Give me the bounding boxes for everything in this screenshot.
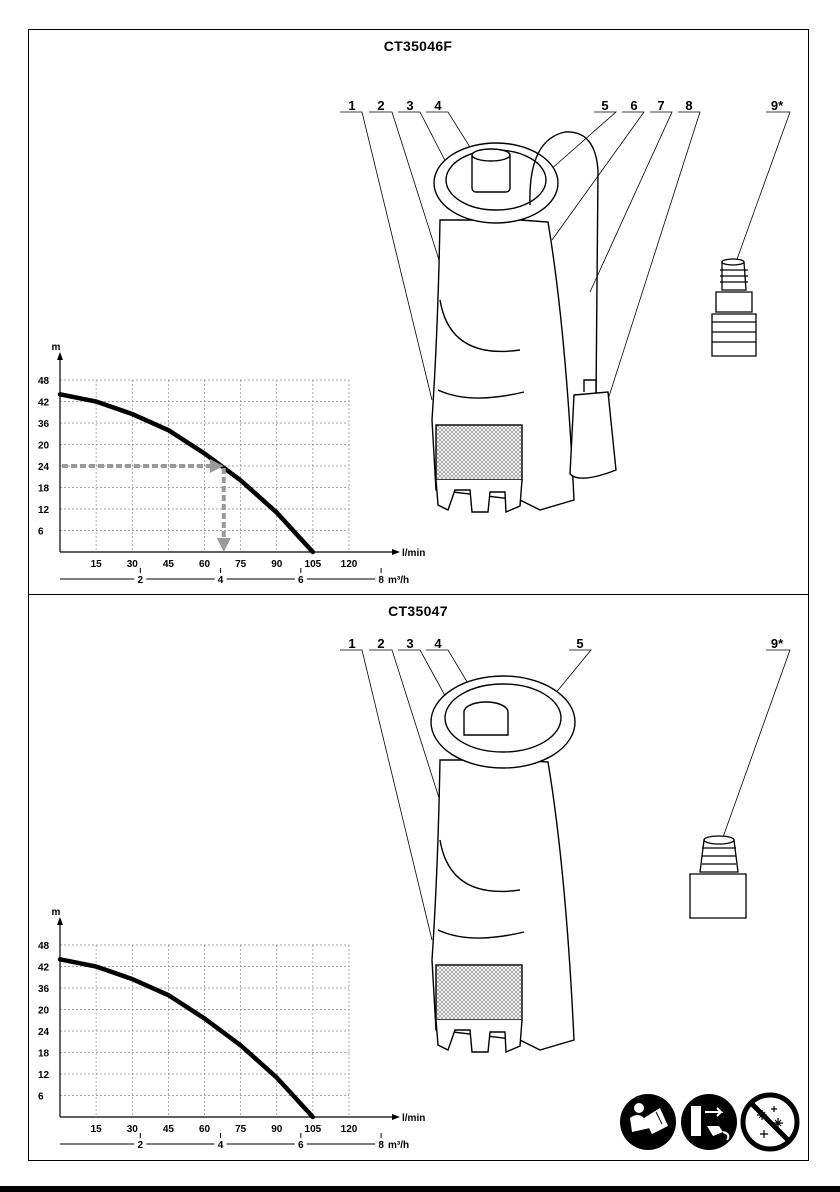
x-tick-label: 15 [91, 1124, 103, 1135]
read-manual-icon [620, 1094, 676, 1150]
x-tick-label: 60 [199, 559, 211, 570]
x2-tick-label: 2 [137, 575, 143, 586]
x2-tick-label: 8 [378, 575, 384, 586]
x2-tick-label: 4 [218, 1140, 224, 1151]
y-axis-label: m [52, 907, 61, 918]
y-tick-label: 42 [38, 963, 50, 974]
hose-adapter-bottom [690, 836, 746, 918]
x-axis-label: l/min [402, 548, 425, 559]
x-tick-label: 90 [271, 1124, 283, 1135]
x-tick-label: 30 [127, 1124, 139, 1135]
y-tick-label: 6 [38, 1092, 44, 1103]
y-tick-label: 36 [38, 984, 50, 995]
bottom-edge-bar [0, 1186, 840, 1192]
y-tick-label: 20 [38, 441, 50, 452]
x-axis-arrow [392, 1114, 400, 1120]
x-tick-label: 30 [127, 559, 139, 570]
y-tick-label: 12 [38, 505, 50, 516]
y-axis-arrow [57, 917, 63, 925]
x-tick-label: 105 [305, 559, 322, 570]
y-tick-label: 42 [38, 398, 50, 409]
x2-tick-label: 8 [378, 1140, 384, 1151]
y-tick-label: 48 [38, 376, 50, 387]
performance-curve [60, 394, 313, 552]
x-tick-label: 45 [163, 559, 175, 570]
arrowhead-v [217, 538, 231, 552]
hose-adapter-top [712, 259, 756, 356]
x-tick-label: 15 [91, 559, 103, 570]
x2-axis-label: m³/h [388, 1140, 409, 1151]
x-tick-label: 105 [305, 1124, 322, 1135]
x-tick-label: 90 [271, 559, 283, 570]
y-tick-label: 24 [38, 462, 50, 473]
y-tick-label: 48 [38, 941, 50, 952]
x2-tick-label: 4 [218, 575, 224, 586]
y-axis-arrow [57, 352, 63, 360]
x2-tick-label: 2 [137, 1140, 143, 1151]
y-tick-label: 6 [38, 527, 44, 538]
pump-ct35047 [431, 676, 575, 1052]
x2-tick-label: 6 [298, 1140, 304, 1151]
unplug-before-service-icon [681, 1094, 737, 1150]
x2-tick-label: 6 [298, 575, 304, 586]
x-tick-label: 120 [341, 1124, 358, 1135]
y-tick-label: 18 [38, 1049, 50, 1060]
x-axis-label: l/min [402, 1113, 425, 1124]
x-tick-label: 45 [163, 1124, 175, 1135]
y-tick-label: 24 [38, 1027, 50, 1038]
x-tick-label: 120 [341, 559, 358, 570]
y-tick-label: 20 [38, 1006, 50, 1017]
y-tick-label: 36 [38, 419, 50, 430]
x-tick-label: 75 [235, 559, 247, 570]
y-tick-label: 18 [38, 484, 50, 495]
no-frost-icon [743, 1095, 797, 1149]
performance-curve [60, 959, 313, 1117]
x-tick-label: 60 [199, 1124, 211, 1135]
y-axis-label: m [52, 342, 61, 353]
x-tick-label: 75 [235, 1124, 247, 1135]
x2-axis-label: m³/h [388, 575, 409, 586]
y-tick-label: 12 [38, 1070, 50, 1081]
x-axis-arrow [392, 549, 400, 555]
